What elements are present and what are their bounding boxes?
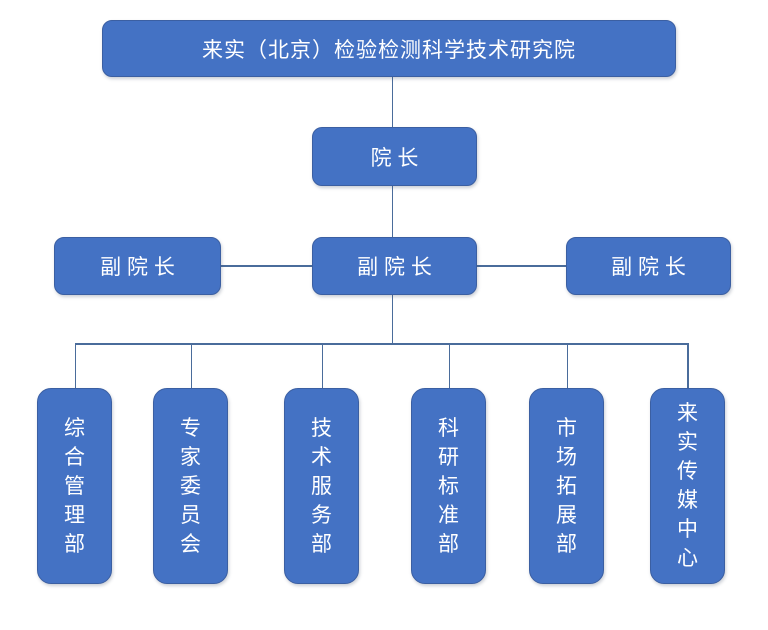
department-label: 综合管理部 [64, 416, 85, 556]
connector-department-bus [74, 343, 688, 345]
connector-vp-center-to-right [477, 265, 566, 267]
connector-president-to-vp [391, 186, 393, 237]
org-node-president: 院 长 [312, 127, 477, 186]
org-node-vice-president-center: 副 院 长 [312, 237, 477, 295]
org-node-department-expert-committee: 专家委员会 [153, 388, 228, 584]
org-node-department-general-management: 综合管理部 [37, 388, 112, 584]
connector-drop-dept-3 [321, 343, 323, 388]
connector-drop-dept-6 [687, 343, 689, 388]
org-node-department-market-expansion: 市场拓展部 [529, 388, 604, 584]
org-node-vice-president-left: 副 院 长 [54, 237, 221, 295]
connector-drop-dept-5 [566, 343, 568, 388]
president-label: 院 长 [370, 146, 419, 170]
vice-president-label: 副 院 长 [357, 256, 432, 279]
institute-title-label: 来实（北京）检验检测科学技术研究院 [202, 38, 576, 62]
department-label: 来实传媒中心 [677, 402, 698, 570]
department-label: 技术服务部 [311, 416, 332, 556]
org-node-department-media-center: 来实传媒中心 [650, 388, 725, 584]
org-node-department-technical-service: 技术服务部 [284, 388, 359, 584]
connector-vp-to-bus [391, 295, 393, 344]
connector-drop-dept-2 [190, 343, 192, 388]
vice-president-label: 副 院 长 [100, 256, 175, 279]
department-label: 市场拓展部 [556, 416, 577, 556]
connector-root-to-president [391, 77, 393, 127]
org-node-institute: 来实（北京）检验检测科学技术研究院 [102, 20, 676, 77]
vice-president-label: 副 院 长 [611, 256, 686, 279]
connector-drop-dept-1 [74, 343, 76, 388]
org-node-department-research-standards: 科研标准部 [411, 388, 486, 584]
connector-drop-dept-4 [448, 343, 450, 388]
connector-vp-center-to-left [221, 265, 312, 267]
department-label: 科研标准部 [438, 416, 459, 556]
org-node-vice-president-right: 副 院 长 [566, 237, 731, 295]
department-label: 专家委员会 [180, 416, 201, 556]
